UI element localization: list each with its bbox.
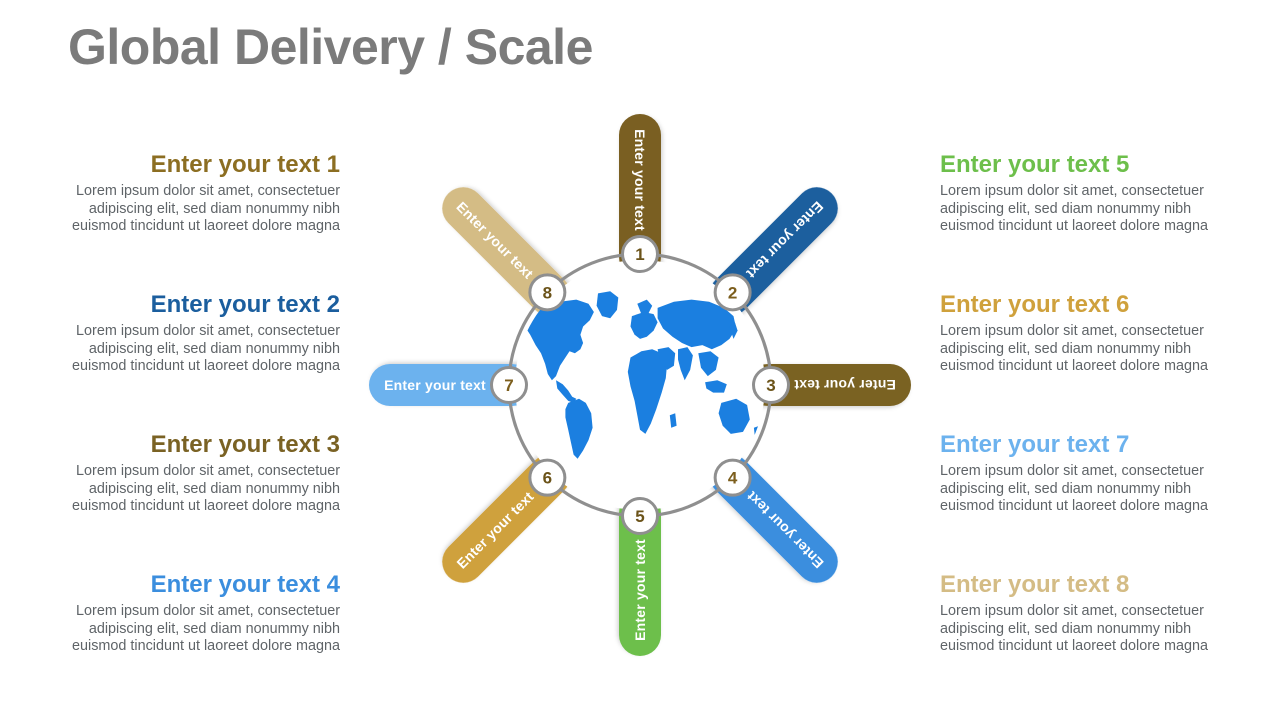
block-heading-4: Enter your text 4 <box>150 571 340 598</box>
badge-number-4: 4 <box>728 469 738 488</box>
text-block-7: Enter your text 7 Lorem ipsum dolor sit … <box>940 432 1224 516</box>
landmass-6 <box>627 349 668 434</box>
block-body-4: Lorem ipsum dolor sit amet, consectetuer… <box>72 603 340 655</box>
number-badge-2[interactable]: 2 <box>713 273 752 312</box>
text-block-2: Enter your text 2 Lorem ipsum dolor sit … <box>56 292 340 376</box>
petal-3[interactable]: Enter your text <box>747 364 911 406</box>
petal-label-7: Enter your text <box>384 377 486 393</box>
text-block-5: Enter your text 5 Lorem ipsum dolor sit … <box>940 152 1224 236</box>
badge-circle-7 <box>490 366 528 404</box>
landmass-12 <box>718 398 750 434</box>
block-body-7: Lorem ipsum dolor sit amet, consectetuer… <box>940 463 1208 515</box>
petal-5[interactable]: Enter your text <box>619 492 661 656</box>
number-badge-6[interactable]: 6 <box>528 458 567 497</box>
petal-1[interactable]: Enter your text <box>619 114 661 278</box>
badge-circle-5 <box>621 497 659 535</box>
number-badge-layer: 1 2 3 4 5 6 7 8 <box>490 235 790 535</box>
badge-circle-1 <box>621 235 659 273</box>
text-block-1: Enter your text 1 Lorem ipsum dolor sit … <box>56 152 340 236</box>
landmass-10 <box>698 351 719 377</box>
landmass-1 <box>596 291 619 319</box>
block-body-8: Lorem ipsum dolor sit amet, consectetuer… <box>940 603 1208 655</box>
badge-number-8: 8 <box>543 283 552 302</box>
text-block-4: Enter your text 4 Lorem ipsum dolor sit … <box>56 572 340 656</box>
landmass-9 <box>678 347 693 381</box>
block-body-6: Lorem ipsum dolor sit amet, consectetuer… <box>940 323 1208 375</box>
number-badge-5[interactable]: 5 <box>621 497 659 535</box>
badge-circle-8 <box>528 273 567 312</box>
badge-circle-4 <box>713 458 752 497</box>
block-body-1: Lorem ipsum dolor sit amet, consectetuer… <box>72 183 340 235</box>
landmass-5 <box>637 299 653 315</box>
petal-7[interactable]: Enter your text <box>369 364 533 406</box>
landmass-7 <box>657 347 676 370</box>
number-badge-1[interactable]: 1 <box>621 235 659 273</box>
block-heading-2: Enter your text 2 <box>150 291 340 318</box>
text-block-6: Enter your text 6 Lorem ipsum dolor sit … <box>940 292 1224 376</box>
badge-number-1: 1 <box>635 245 644 264</box>
number-badge-8[interactable]: 8 <box>528 273 567 312</box>
badge-number-7: 7 <box>504 376 513 395</box>
landmass-8 <box>657 299 737 350</box>
badge-number-2: 2 <box>728 283 737 302</box>
landmass-3 <box>565 398 593 459</box>
landmass-0 <box>522 299 594 381</box>
badge-number-5: 5 <box>635 507 644 526</box>
number-badge-3[interactable]: 3 <box>752 366 790 404</box>
badge-circle-2 <box>713 273 752 312</box>
petal-label-5: Enter your text <box>632 539 648 641</box>
landmass-15 <box>669 413 677 428</box>
petal-body-5[interactable] <box>619 492 661 656</box>
badge-number-3: 3 <box>766 376 775 395</box>
number-badge-4[interactable]: 4 <box>713 458 752 497</box>
block-body-2: Lorem ipsum dolor sit amet, consectetuer… <box>72 323 340 375</box>
landmass-4 <box>630 312 658 339</box>
landmass-11 <box>705 380 727 393</box>
block-heading-6: Enter your text 6 <box>940 291 1130 318</box>
petal-label-1: Enter your text <box>632 129 648 231</box>
block-heading-7: Enter your text 7 <box>940 431 1130 458</box>
badge-number-6: 6 <box>543 469 552 488</box>
block-heading-8: Enter your text 8 <box>940 571 1130 598</box>
landmass-2 <box>556 380 577 403</box>
block-body-3: Lorem ipsum dolor sit amet, consectetuer… <box>72 463 340 515</box>
block-body-5: Lorem ipsum dolor sit amet, consectetuer… <box>940 183 1208 235</box>
badge-circle-6 <box>528 458 567 497</box>
number-badge-7[interactable]: 7 <box>490 366 528 404</box>
block-heading-1: Enter your text 1 <box>150 151 340 178</box>
block-heading-3: Enter your text 3 <box>150 431 340 458</box>
petal-body-7[interactable] <box>369 364 533 406</box>
badge-circle-3 <box>752 366 790 404</box>
text-block-3: Enter your text 3 Lorem ipsum dolor sit … <box>56 432 340 516</box>
page-title: Global Delivery / Scale <box>68 19 593 75</box>
text-block-8: Enter your text 8 Lorem ipsum dolor sit … <box>940 572 1224 656</box>
landmass-14 <box>729 322 738 339</box>
block-heading-5: Enter your text 5 <box>940 151 1130 178</box>
petal-body-3[interactable] <box>747 364 911 406</box>
petal-label-3: Enter your text <box>794 377 896 393</box>
petal-body-1[interactable] <box>619 114 661 278</box>
